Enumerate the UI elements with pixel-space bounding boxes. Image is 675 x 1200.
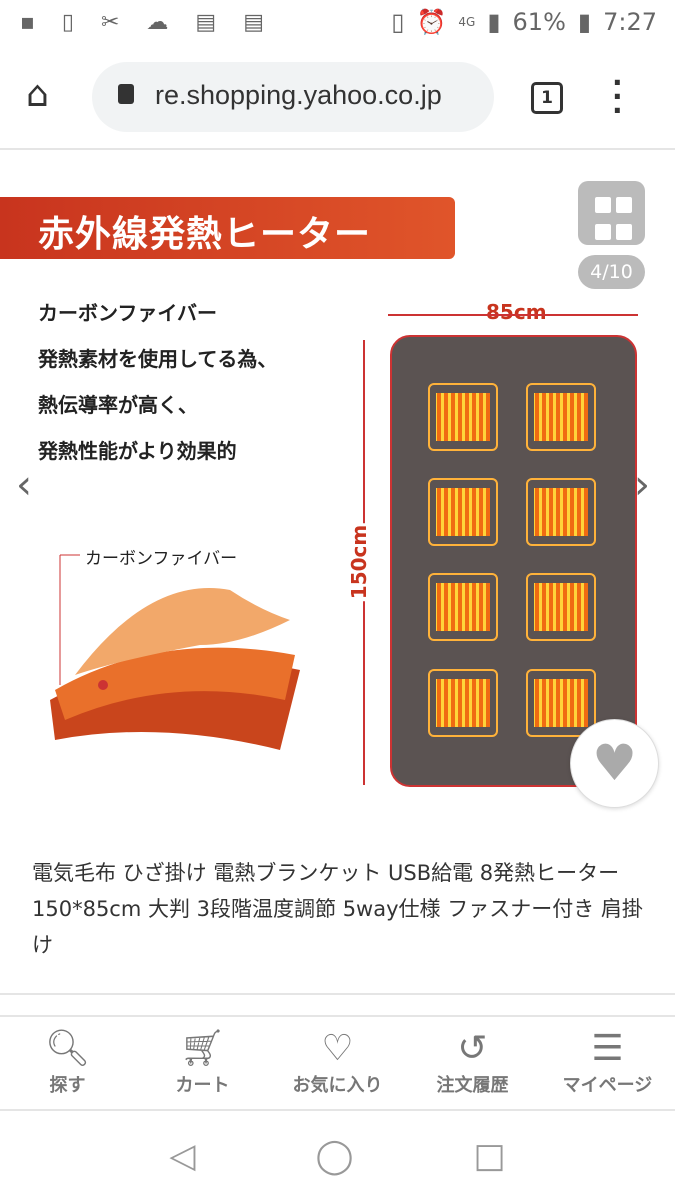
- heart-outline-icon: ♡: [321, 1028, 354, 1069]
- heart-icon: ♥: [592, 734, 637, 792]
- heater-pad: [526, 383, 596, 451]
- back-icon[interactable]: ◁: [169, 1136, 196, 1176]
- url-bar[interactable]: [92, 62, 494, 132]
- favorite-button[interactable]: ♥: [570, 719, 659, 808]
- battery-icon: ▮: [577, 8, 592, 36]
- heater-pad: [428, 383, 498, 451]
- yen-history-icon: ↺: [457, 1028, 488, 1069]
- browser-toolbar: ⌂ re.shopping.yahoo.co.jp 1 ···: [0, 48, 675, 150]
- nav-favorites[interactable]: ♡お気に入り: [270, 1017, 405, 1109]
- user-list-icon: ☰: [591, 1028, 624, 1069]
- heater-pad: [526, 478, 596, 546]
- heater-pad: [428, 478, 498, 546]
- image-banner: 赤外線発熱ヒーター: [0, 197, 455, 259]
- width-label: 85cm: [486, 300, 547, 324]
- url-text[interactable]: re.shopping.yahoo.co.jp: [155, 80, 442, 110]
- system-nav-bar: ◁ ◯ □: [0, 1112, 675, 1200]
- notification-icons: ▪ ▯ ✂ ☁ ▤ ▤: [20, 10, 274, 35]
- lock-icon: [118, 84, 134, 104]
- height-label: 150cm: [345, 522, 374, 602]
- status-bar: ▪ ▯ ✂ ☁ ▤ ▤ ▯ ⏰ 4G ▮ 61% ▮ 7:27: [0, 0, 675, 48]
- clock: 7:27: [603, 8, 657, 36]
- image-counter: 4/10: [578, 255, 645, 289]
- network-type: 4G: [458, 15, 476, 29]
- width-dimension-line: [388, 314, 638, 316]
- heater-pad: [526, 573, 596, 641]
- recents-icon[interactable]: □: [473, 1136, 506, 1176]
- next-image-button[interactable]: ›: [634, 462, 650, 508]
- alarm-icon: ⏰: [416, 8, 447, 36]
- home-circle-icon[interactable]: ◯: [315, 1136, 354, 1176]
- vibrate-icon: ▯: [391, 8, 405, 36]
- carbon-label: カーボンファイバー: [85, 549, 238, 569]
- battery-percent: 61%: [512, 8, 566, 36]
- tab-switcher-button[interactable]: 1: [531, 82, 563, 114]
- nav-search[interactable]: 🔍︎探す: [0, 1017, 135, 1109]
- nav-order-history[interactable]: ↺注文履歴: [405, 1017, 540, 1109]
- home-icon[interactable]: ⌂: [26, 74, 49, 115]
- menu-icon[interactable]: ···: [612, 66, 623, 127]
- search-icon: 🔍︎: [44, 1028, 91, 1069]
- heater-pad: [526, 669, 596, 737]
- nav-mypage[interactable]: ☰マイページ: [540, 1017, 675, 1109]
- prev-image-button[interactable]: ‹: [16, 462, 32, 508]
- bottom-nav: 🔍︎探す 🛒︎カート ♡お気に入り ↺注文履歴 ☰マイページ: [0, 1015, 675, 1111]
- image-description: カーボンファイバー 発熱素材を使用してる為、 熱伝導率が高く、 発熱性能がより効…: [38, 301, 278, 463]
- gallery-grid-button[interactable]: [578, 181, 645, 245]
- carbon-fiber-illustration: [50, 554, 300, 750]
- heater-pad: [428, 669, 498, 737]
- heater-pad: [428, 573, 498, 641]
- product-title: 電気毛布 ひざ掛け 電熱ブランケット USB給電 8発熱ヒーター 150*85c…: [32, 861, 643, 957]
- cart-icon: 🛒︎: [179, 1028, 226, 1069]
- divider: [0, 993, 675, 995]
- nav-cart[interactable]: 🛒︎カート: [135, 1017, 270, 1109]
- signal-icon: ▮: [487, 8, 501, 36]
